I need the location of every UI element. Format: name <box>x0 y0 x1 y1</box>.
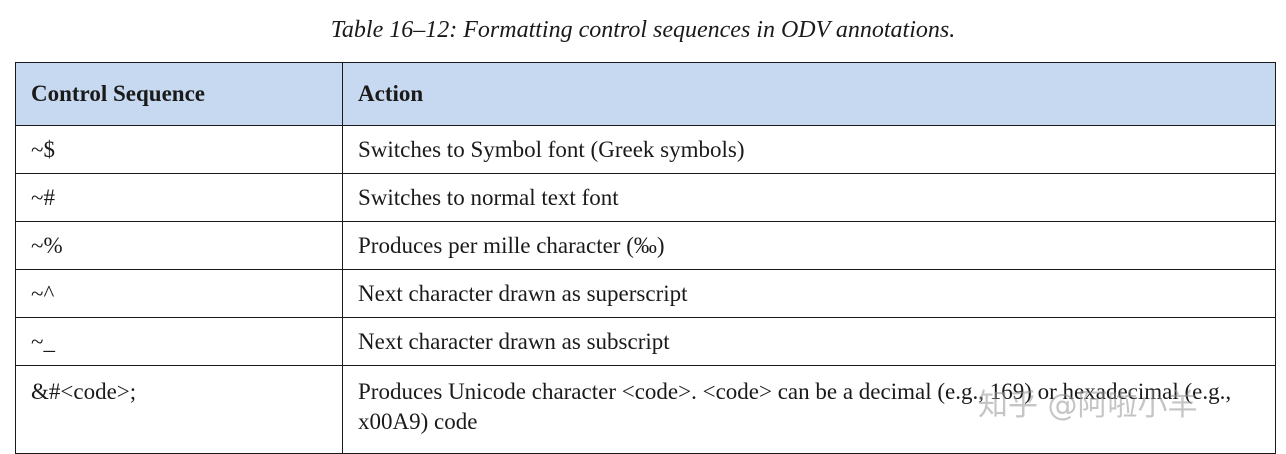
table-caption: Table 16–12: Formatting control sequence… <box>330 17 956 43</box>
cell-sequence: ~# <box>15 173 343 222</box>
header-control-sequence: Control Sequence <box>15 62 343 126</box>
cell-action: Produces per mille character (‰) <box>342 221 1276 270</box>
cell-action: Produces Unicode character <code>. <code… <box>342 365 1276 454</box>
cell-action: Switches to Symbol font (Greek symbols) <box>342 125 1276 174</box>
table-row: ~^ Next character drawn as superscript <box>15 269 1276 318</box>
cell-sequence: ~_ <box>15 317 343 366</box>
table-row: ~# Switches to normal text font <box>15 173 1276 222</box>
cell-sequence: ~^ <box>15 269 343 318</box>
table-row: ~% Produces per mille character (‰) <box>15 221 1276 270</box>
control-sequence-table: Control Sequence Action ~$ Switches to S… <box>15 62 1276 454</box>
table-header-row: Control Sequence Action <box>15 62 1276 126</box>
cell-sequence: &#<code>; <box>15 365 343 454</box>
cell-sequence: ~% <box>15 221 343 270</box>
table-row: &#<code>; Produces Unicode character <co… <box>15 365 1276 454</box>
cell-action: Next character drawn as superscript <box>342 269 1276 318</box>
table-row: ~_ Next character drawn as subscript <box>15 317 1276 366</box>
cell-action: Next character drawn as subscript <box>342 317 1276 366</box>
table-row: ~$ Switches to Symbol font (Greek symbol… <box>15 125 1276 174</box>
header-action: Action <box>342 62 1276 126</box>
cell-sequence: ~$ <box>15 125 343 174</box>
cell-action: Switches to normal text font <box>342 173 1276 222</box>
